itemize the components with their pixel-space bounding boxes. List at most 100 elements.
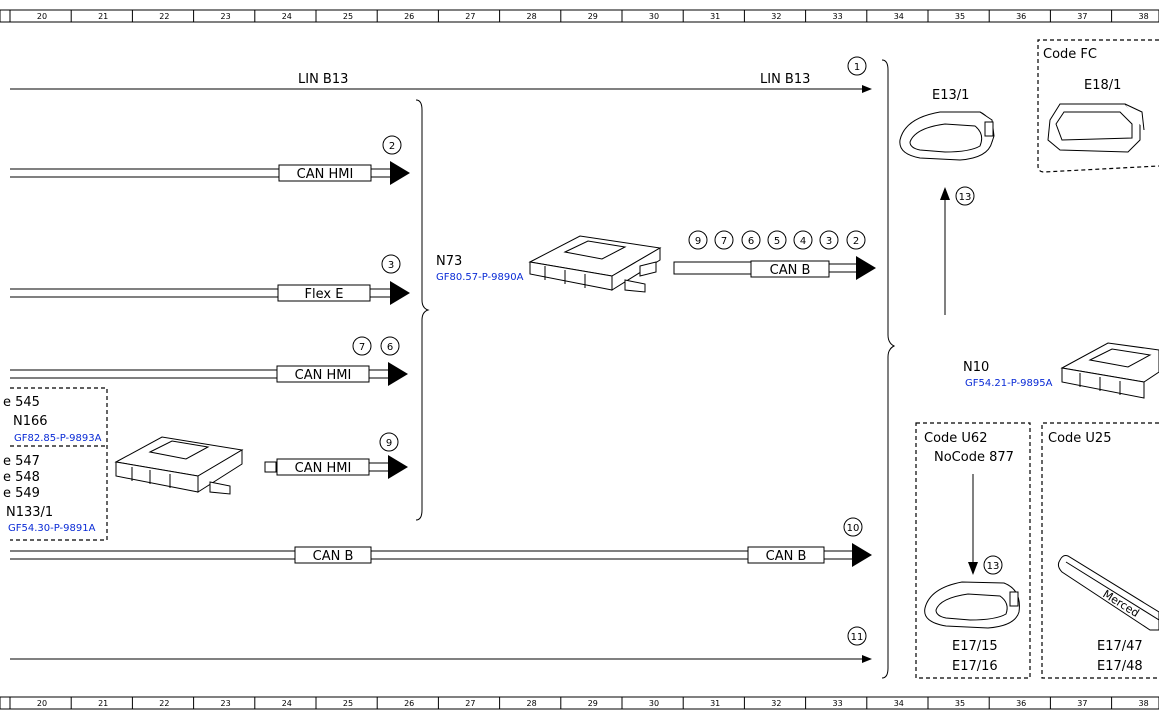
n10-label: N10 — [963, 360, 989, 375]
can-b-right-label: CAN B — [766, 549, 807, 564]
lin-b13-right-label: LIN B13 — [760, 72, 810, 87]
top-ruler-cell: 22 — [159, 12, 169, 21]
top-ruler-cell: 37 — [1077, 12, 1087, 21]
e18-1-lamp-icon — [1047, 103, 1145, 153]
right-brace — [881, 59, 896, 679]
svg-text:13: 13 — [987, 561, 1000, 572]
marker-row-number: 9 — [695, 236, 701, 247]
svg-text:6: 6 — [387, 342, 393, 353]
bottom-ruler-cell: 32 — [771, 699, 781, 708]
marker-13b: 13 — [983, 555, 1003, 575]
can-b-lower-bus: CAN B CAN B — [10, 543, 872, 567]
n133-1-label: N133/1 — [6, 505, 53, 520]
n73-reference: GF80.57-P-9890A — [436, 272, 524, 283]
svg-text:1: 1 — [854, 62, 860, 73]
n73-control-unit-icon — [528, 235, 662, 293]
e13-1-lamp-icon — [899, 111, 995, 161]
marker-10: 10 — [843, 517, 863, 537]
e18-1-label: E18/1 — [1084, 78, 1121, 93]
svg-text:11: 11 — [851, 632, 864, 643]
marker-9a: 9 — [379, 432, 399, 452]
e13-1-label: E13/1 — [932, 88, 969, 103]
code-545-label: e 545 — [3, 395, 40, 410]
bottom-ruler-cell: 36 — [1016, 699, 1026, 708]
svg-text:9: 9 — [386, 438, 392, 449]
bottom-ruler-cell: 21 — [98, 699, 108, 708]
top-ruler-cell: 38 — [1139, 12, 1149, 21]
can-hmi-bus-1: CAN HMI — [10, 161, 410, 185]
top-ruler-cell: 34 — [894, 12, 904, 21]
marker-row-circle — [793, 230, 813, 250]
code-549-label: e 549 — [3, 486, 40, 501]
line-11 — [10, 655, 872, 663]
bottom-ruler-cell: 26 — [404, 699, 414, 708]
code-u62-label: Code U62 — [924, 431, 987, 446]
can-b-n73-label: CAN B — [770, 263, 811, 278]
bottom-ruler-cell: 38 — [1139, 699, 1149, 708]
top-ruler-cell: 32 — [771, 12, 781, 21]
e17-47-label: E17/47 — [1097, 639, 1143, 654]
marker-7a: 7 — [352, 336, 372, 356]
n73-label: N73 — [436, 254, 462, 269]
code-545-box — [10, 387, 108, 541]
bottom-ruler-cell: 37 — [1077, 699, 1087, 708]
marker-row-number: 6 — [748, 236, 754, 247]
top-ruler-cell: 31 — [710, 12, 720, 21]
top-ruler-cell: 25 — [343, 12, 353, 21]
top-ruler-cell: 26 — [404, 12, 414, 21]
flex-e-label: Flex E — [305, 287, 344, 302]
n10-control-unit-icon — [1060, 342, 1159, 399]
lin-b13-left-label: LIN B13 — [298, 72, 348, 87]
code-fc-box — [1037, 39, 1159, 173]
marker-11: 11 — [847, 626, 867, 646]
bottom-ruler-cell: 30 — [649, 699, 659, 708]
can-b-n73-bus: CAN B — [673, 256, 876, 280]
svg-text:13: 13 — [959, 192, 972, 203]
bottom-ruler-cell: 25 — [343, 699, 353, 708]
can-b-left-label: CAN B — [313, 549, 354, 564]
marker-13a: 13 — [955, 186, 975, 206]
bottom-ruler-cell: 35 — [955, 699, 965, 708]
marker-3: 3 — [381, 254, 401, 274]
flex-e-bus: Flex E — [10, 281, 410, 305]
e17-16-label: E17/16 — [952, 659, 998, 674]
marker-row-circle — [767, 230, 787, 250]
top-ruler-cell: 24 — [282, 12, 292, 21]
e17-48-label: E17/48 — [1097, 659, 1143, 674]
marker-row-circle — [819, 230, 839, 250]
marker-row-circle — [714, 230, 734, 250]
bottom-ruler-cell: 33 — [833, 699, 843, 708]
top-ruler-cell: 28 — [527, 12, 537, 21]
e17-15-label: E17/15 — [952, 639, 998, 654]
marker-row-number: 4 — [800, 236, 806, 247]
n166-label: N166 — [13, 414, 48, 429]
left-brace — [415, 99, 430, 521]
svg-text:10: 10 — [847, 523, 860, 534]
top-ruler-cell: 20 — [37, 12, 47, 21]
code-u62-box — [915, 422, 1031, 679]
code-fc-label: Code FC — [1043, 47, 1097, 62]
n133-1-reference: GF54.30-P-9891A — [8, 523, 96, 534]
top-ruler-cell: 35 — [955, 12, 965, 21]
marker-row-circle — [688, 230, 708, 250]
n166-reference: GF82.85-P-9893A — [14, 433, 102, 444]
marker-row-number: 3 — [826, 236, 832, 247]
marker-row-circle — [741, 230, 761, 250]
svg-text:3: 3 — [388, 260, 394, 271]
top-ruler-cell: 33 — [833, 12, 843, 21]
bottom-ruler-cell: 22 — [159, 699, 169, 708]
code-548-label: e 548 — [3, 470, 40, 485]
bottom-ruler-cell: 28 — [527, 699, 537, 708]
top-ruler-cell: 21 — [98, 12, 108, 21]
marker-6a: 6 — [380, 336, 400, 356]
can-hmi-2-label: CAN HMI — [295, 368, 352, 383]
can-hmi-bus-2: CAN HMI — [10, 362, 408, 386]
svg-text:7: 7 — [359, 342, 365, 353]
can-hmi-3-label: CAN HMI — [295, 461, 352, 476]
marker-row-circle — [846, 230, 866, 250]
e17-47-sill-plate-icon — [1057, 555, 1159, 631]
top-ruler-cell: 36 — [1016, 12, 1026, 21]
